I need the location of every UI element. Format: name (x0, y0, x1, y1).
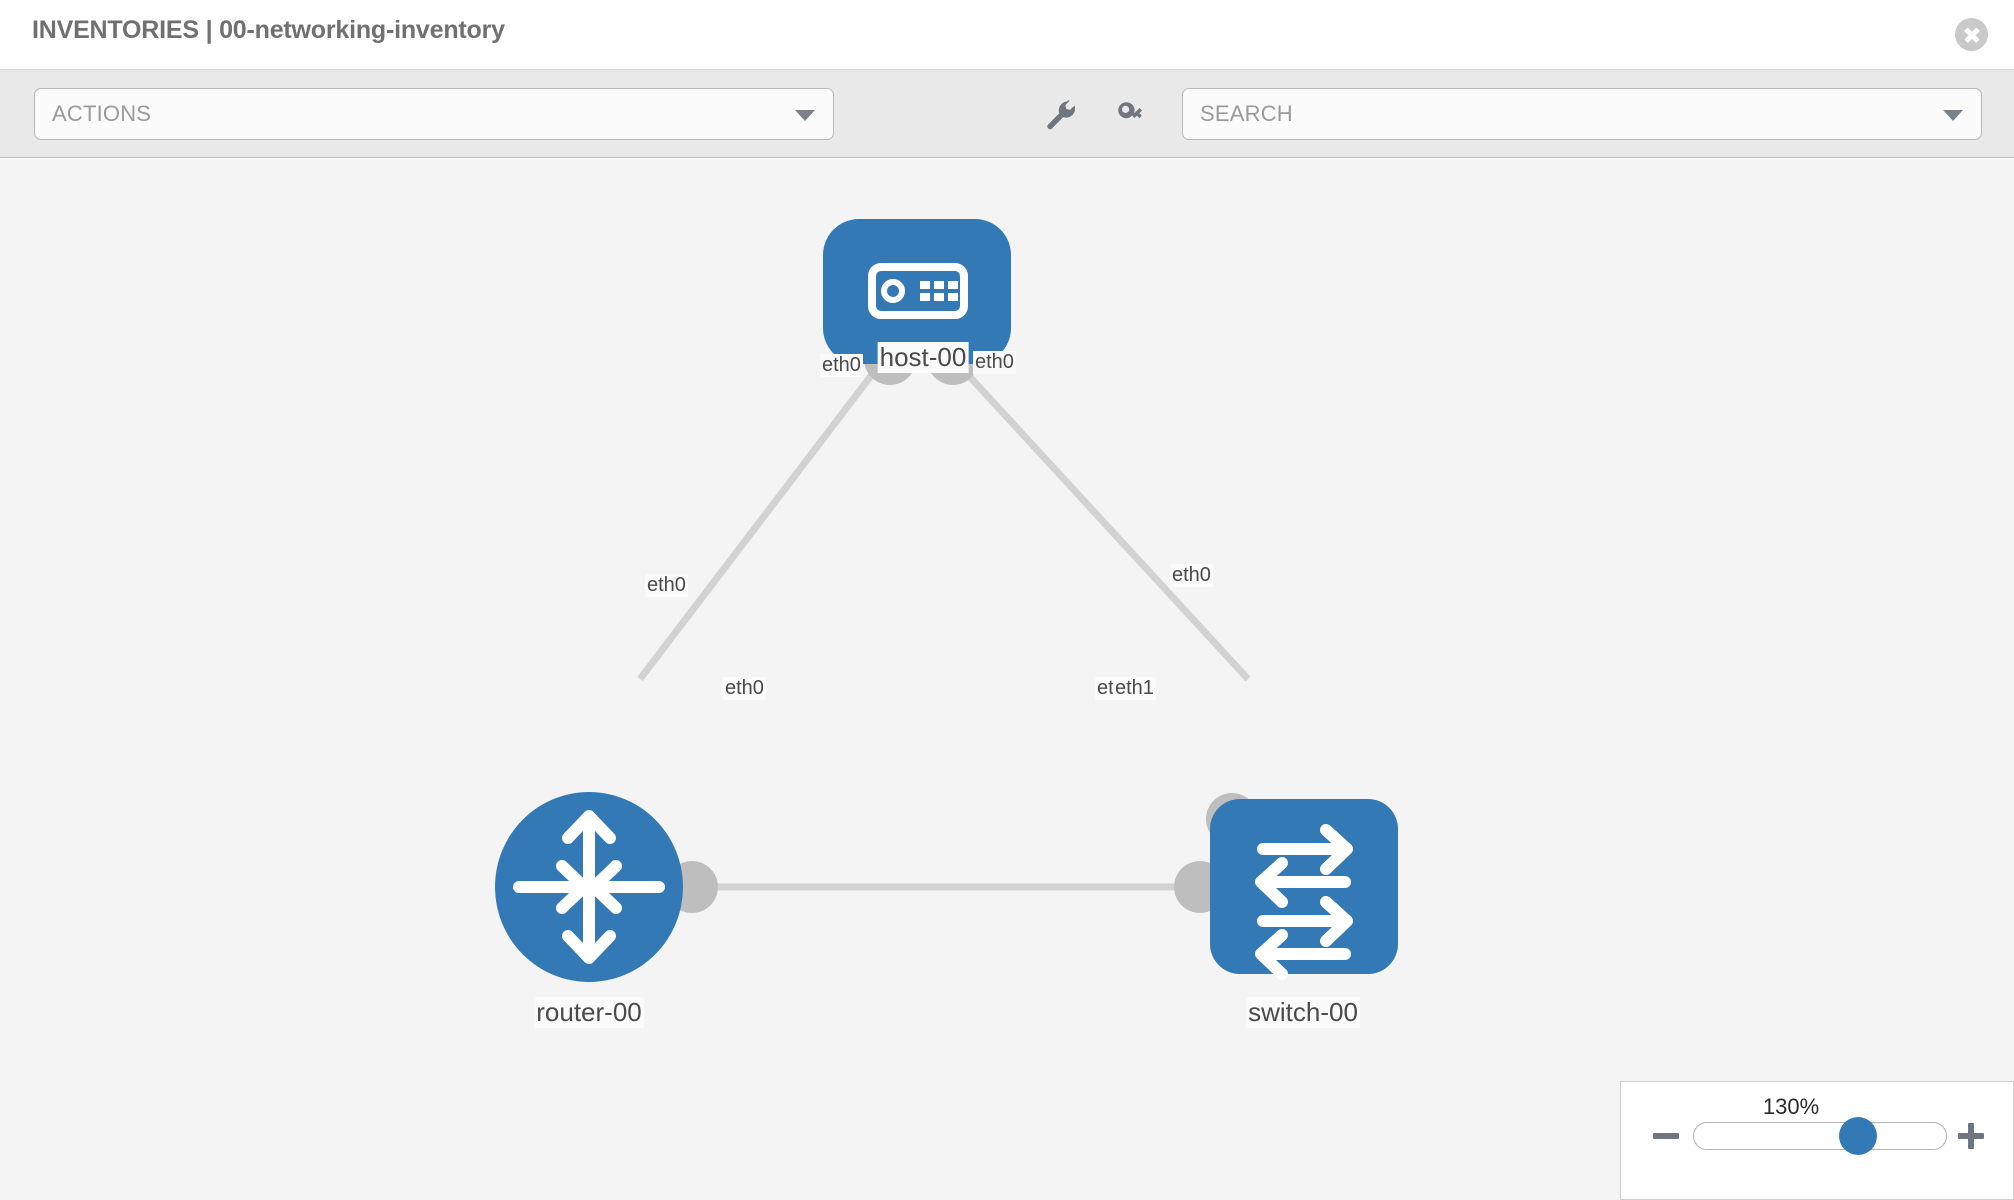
node-label-router-00: router-00 (534, 997, 644, 1028)
topology-graph (495, 219, 1398, 982)
zoom-in-button[interactable] (1956, 1121, 1986, 1151)
interface-label: eth0 (1170, 564, 1213, 587)
plus-icon-vertical (1968, 1123, 1974, 1149)
zoom-slider-handle[interactable] (1839, 1117, 1877, 1155)
interface-label: eth0 (820, 354, 863, 377)
minus-icon (1653, 1133, 1679, 1139)
wrench-icon[interactable] (1044, 98, 1078, 132)
router-arrows-icon (513, 810, 665, 964)
interface-label: eth1 (1113, 677, 1156, 700)
node-label-host-00: host-00 (877, 342, 969, 373)
link-host-router[interactable] (637, 361, 883, 682)
node-router-00[interactable] (495, 792, 683, 982)
zoom-control-panel: 130% (1620, 1081, 2014, 1200)
page-title: INVENTORIES | 00-networking-inventory (32, 16, 505, 44)
topology-canvas[interactable]: host-00 router-00 switch-00 eth0 eth0 et… (0, 159, 2014, 1200)
node-label-switch-00: switch-00 (1246, 997, 1360, 1028)
link-host-switch[interactable] (955, 361, 1251, 682)
search-input[interactable]: SEARCH (1182, 88, 1982, 140)
zoom-slider-track[interactable] (1693, 1117, 1947, 1155)
link-endpoint-layer (666, 333, 1258, 913)
zoom-out-button[interactable] (1651, 1121, 1681, 1151)
app-header: INVENTORIES | 00-networking-inventory (0, 0, 2014, 70)
interface-label: eth0 (645, 574, 688, 597)
interface-label: eth0 (723, 677, 766, 700)
chevron-down-icon (795, 110, 815, 121)
node-switch-00[interactable] (1210, 799, 1398, 980)
close-icon[interactable] (1955, 18, 1988, 51)
interface-label: eth0 (973, 351, 1016, 374)
chevron-down-icon (1943, 110, 1963, 121)
node-host-00[interactable] (823, 219, 1011, 364)
switch-arrows-icon (1255, 824, 1353, 980)
search-input-placeholder: SEARCH (1200, 101, 1293, 126)
link-layer (637, 361, 1251, 891)
actions-dropdown[interactable]: ACTIONS (34, 88, 834, 140)
zoom-level-label: 130% (1762, 1094, 1820, 1119)
toolbar: ACTIONS SEARCH (0, 70, 2014, 158)
server-icon (868, 263, 968, 319)
key-icon[interactable] (1114, 98, 1148, 132)
actions-dropdown-label: ACTIONS (52, 101, 152, 126)
